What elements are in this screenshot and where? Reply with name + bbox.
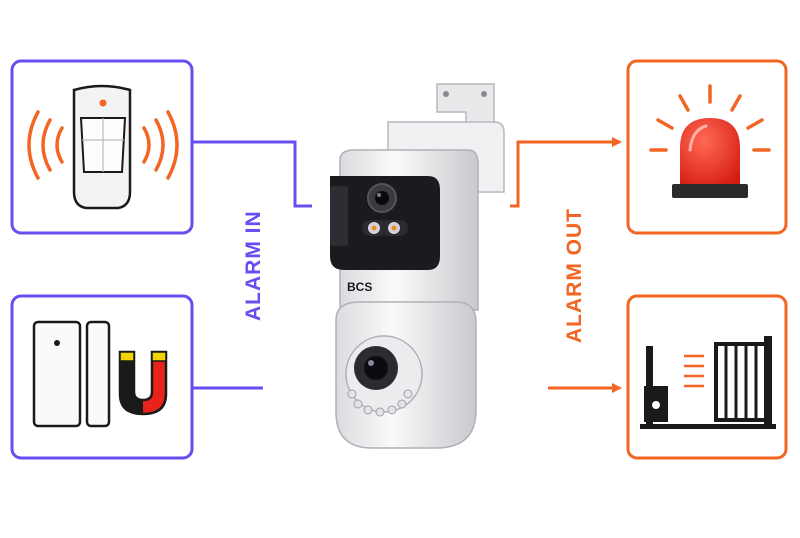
connector-motion-to-camera [192,140,312,208]
alarm-in-label: ALARM IN [242,210,265,321]
magnet-contact-icon [32,320,168,428]
camera-brand-logo: BCS [347,280,372,294]
gate-icon [640,336,776,429]
ptz-camera-illustration [330,83,505,449]
connector-camera-to-beacon [510,137,622,208]
alarm-out-label: ALARM OUT [563,208,586,343]
beacon-light-icon [649,84,771,198]
motion-sensor-icon [27,84,179,210]
